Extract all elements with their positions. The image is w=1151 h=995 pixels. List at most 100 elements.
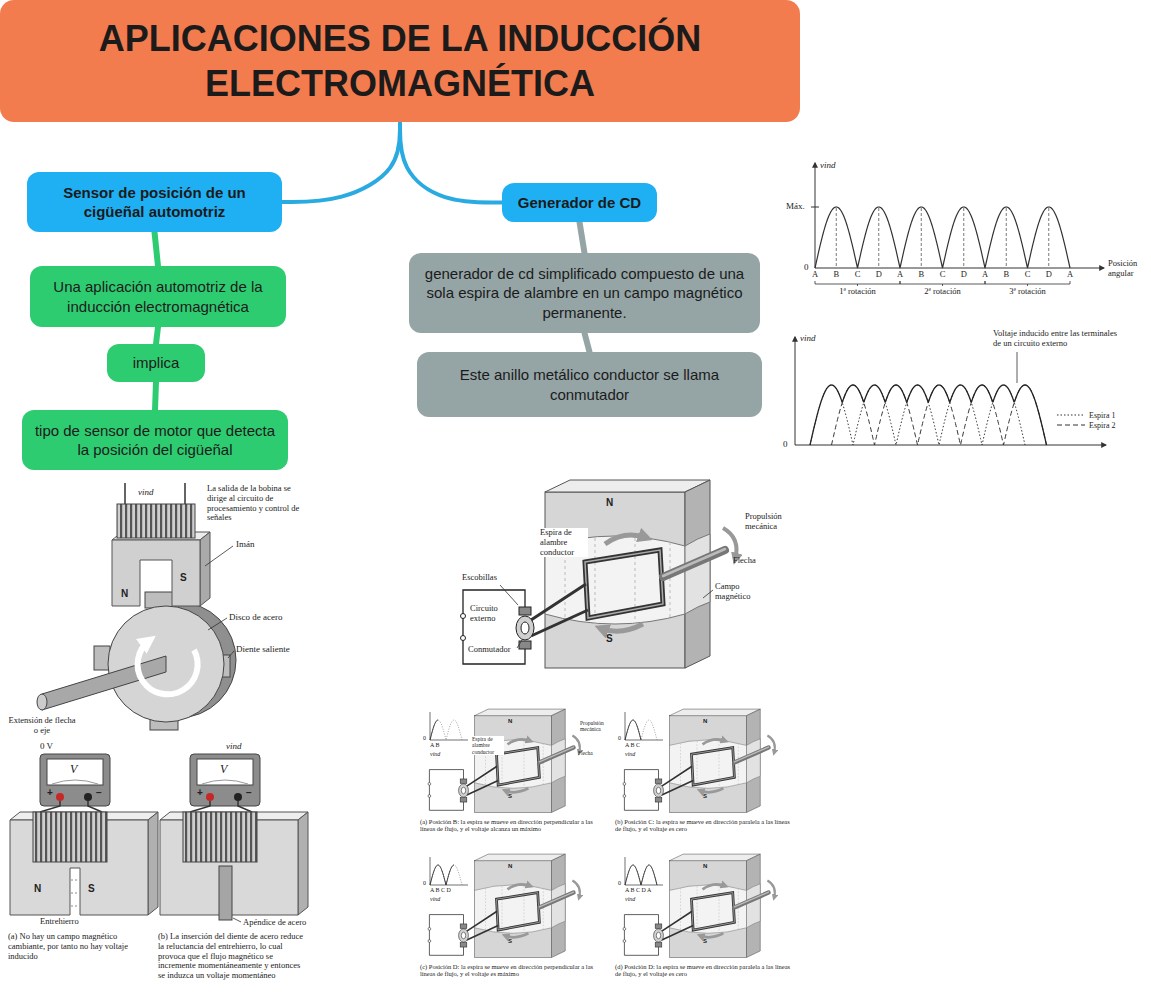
axis-line bbox=[430, 885, 468, 886]
connector bbox=[400, 122, 502, 203]
topic-text: generador de cd simplificado compuesto d… bbox=[421, 264, 748, 323]
figure-label: V bbox=[220, 763, 227, 777]
topic-text: APLICACIONES DE LA INDUCCIÓN ELECTROMAGN… bbox=[20, 16, 780, 106]
voltage-curve bbox=[625, 865, 657, 885]
topic-text: Este anillo metálico conductor se llama … bbox=[429, 365, 750, 404]
figure-label: Extensión de flecha o eje bbox=[6, 716, 78, 736]
voltmeter bbox=[190, 754, 260, 806]
wire bbox=[190, 801, 252, 812]
subtopic-box: implica bbox=[107, 344, 205, 382]
magnet bbox=[112, 540, 200, 606]
pole-label: N bbox=[34, 883, 41, 895]
voltage-curve bbox=[625, 865, 657, 885]
figure-label: 0 bbox=[783, 439, 788, 449]
mini-chart bbox=[430, 712, 468, 740]
topic-text: tipo de sensor de motor que detecta la p… bbox=[34, 421, 276, 460]
coil bbox=[33, 812, 107, 862]
axis-line bbox=[430, 712, 431, 740]
crankshaft-sensor bbox=[37, 483, 236, 730]
axis-line bbox=[430, 740, 468, 741]
figure-label: 0 bbox=[423, 880, 426, 887]
legend-text: Espira 1 bbox=[1089, 411, 1115, 420]
position-marker bbox=[878, 208, 879, 268]
axis-label: A bbox=[1060, 270, 1080, 280]
coil-lead bbox=[125, 483, 185, 506]
leader-line bbox=[517, 640, 522, 648]
figure-label: vind bbox=[820, 160, 836, 170]
axis-label: 3ª rotación bbox=[993, 287, 1063, 297]
rotation-arrow bbox=[138, 640, 198, 694]
figure-label: Voltaje inducido entre las terminales de… bbox=[993, 329, 1123, 349]
axis-label: A B C D A bbox=[625, 887, 651, 894]
generator-figure bbox=[623, 709, 775, 812]
voltmeter bbox=[40, 754, 110, 806]
leader-line bbox=[208, 618, 227, 630]
pole-label: N bbox=[606, 497, 613, 509]
topic-text: implica bbox=[133, 353, 180, 373]
pole-label: S bbox=[703, 793, 707, 800]
voltage-curve bbox=[815, 207, 1070, 268]
voltage-curve bbox=[430, 865, 462, 885]
figure-label: La salida de la bobina se dirige al circ… bbox=[207, 484, 302, 523]
magnet bbox=[148, 812, 158, 915]
figure-label: Entrehierro bbox=[40, 917, 79, 927]
figure-label: Espira de alambre conductor bbox=[472, 736, 504, 755]
position-marker bbox=[836, 208, 837, 268]
legend-sample bbox=[1056, 420, 1086, 430]
figure-caption: (a) Posición B: la espira se mueve en di… bbox=[420, 818, 598, 833]
legend-text: Espira 2 bbox=[1089, 421, 1115, 430]
voltmeter-face bbox=[47, 759, 103, 785]
figure-label: Escobillas bbox=[462, 573, 497, 583]
generator-figure bbox=[623, 854, 775, 957]
figure-label: Conmutador bbox=[468, 645, 511, 655]
voltage-chart bbox=[985, 281, 1070, 286]
figure-label: vind bbox=[430, 751, 440, 758]
legend-sample bbox=[1057, 425, 1085, 426]
connector bbox=[155, 232, 159, 266]
connector bbox=[156, 327, 158, 344]
meter-terminal bbox=[206, 793, 214, 801]
voltage-chart bbox=[795, 337, 1106, 445]
voltage-chart bbox=[811, 207, 819, 208]
figure-label: Apéndice de acero bbox=[243, 918, 306, 928]
figure-caption: (a) No hay un campo magnético cambiante,… bbox=[8, 932, 153, 961]
meter-terminal bbox=[84, 793, 92, 801]
meter-scale bbox=[202, 780, 248, 784]
axis-label: C bbox=[848, 270, 868, 280]
legend: Espira 1Espira 2 bbox=[1056, 410, 1115, 430]
magnet bbox=[200, 532, 210, 606]
figure-label: Disco de acero bbox=[229, 612, 282, 622]
axis-label: A bbox=[975, 270, 995, 280]
connector bbox=[155, 382, 156, 410]
figure-label: Circuito externo bbox=[470, 604, 514, 624]
voltage-chart bbox=[815, 268, 1104, 269]
position-marker bbox=[963, 208, 964, 268]
voltage-curve bbox=[810, 385, 1047, 445]
axis-line bbox=[625, 740, 663, 741]
subtopic-box: Una aplicación automotriz de la inducció… bbox=[30, 266, 286, 327]
disk-tooth bbox=[145, 592, 175, 608]
position-marker bbox=[1048, 208, 1049, 268]
air-gap-figure bbox=[10, 754, 158, 915]
voltage-chart bbox=[795, 445, 1106, 446]
pole-label: S bbox=[508, 938, 512, 945]
axis-label: 1ª rotación bbox=[823, 287, 893, 297]
mini-chart bbox=[430, 712, 663, 885]
magnet bbox=[298, 812, 308, 915]
pole-label: S bbox=[180, 572, 187, 584]
axis-label: C bbox=[933, 270, 953, 280]
connector bbox=[282, 122, 400, 202]
figure-label: − bbox=[96, 787, 102, 799]
figure-label: vind bbox=[800, 333, 816, 343]
voltage-curve bbox=[430, 865, 454, 885]
voltage-chart bbox=[795, 337, 796, 445]
subtopic-box: Este anillo metálico conductor se llama … bbox=[417, 352, 762, 417]
branch-topic: Sensor de posición de un cigüeñal automo… bbox=[27, 172, 282, 232]
leader-line bbox=[228, 651, 234, 658]
figure-label: Imán bbox=[236, 539, 255, 549]
figure-label: Campo magnético bbox=[715, 582, 767, 602]
connector bbox=[580, 222, 585, 253]
figure-label: + bbox=[197, 787, 203, 799]
voltage-chart bbox=[811, 163, 1104, 286]
